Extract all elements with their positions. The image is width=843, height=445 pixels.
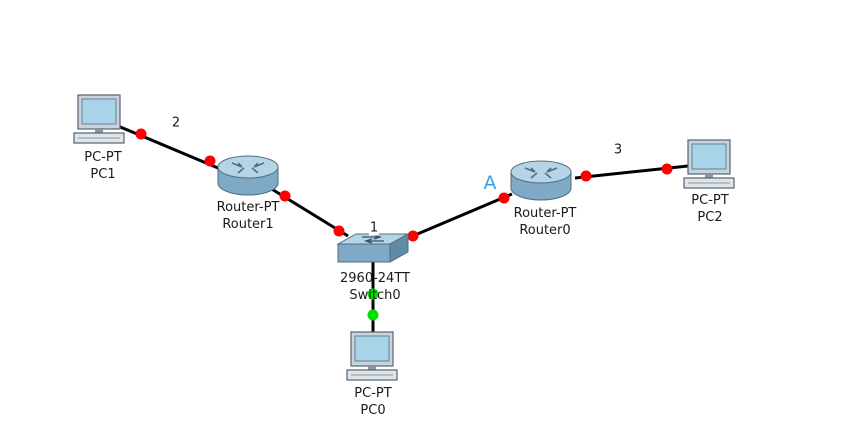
- link-pc1-router1[interactable]: [117, 124, 219, 170]
- device-name: PC2: [697, 210, 723, 225]
- link-label-router0-pc2: 3: [612, 142, 624, 158]
- device-name: PC0: [360, 403, 386, 418]
- annotation-marker-a: A: [483, 172, 497, 194]
- device-label-router1: Router-PT Router1: [217, 199, 280, 233]
- device-label-pc1: PC-PT PC1: [84, 149, 121, 183]
- link-label-router1-switch0: 1: [368, 220, 380, 236]
- device-name: PC1: [90, 167, 116, 182]
- router-icon: [510, 160, 572, 201]
- device-switch0[interactable]: [334, 232, 412, 268]
- device-label-pc0: PC-PT PC0: [354, 385, 391, 419]
- device-type: PC-PT: [354, 386, 392, 401]
- pc-icon: [346, 331, 398, 381]
- device-name: Router1: [222, 217, 274, 232]
- device-type: PC-PT: [691, 193, 729, 208]
- device-label-pc2: PC-PT PC2: [691, 192, 728, 226]
- device-router0[interactable]: [507, 158, 575, 204]
- pc-icon: [683, 139, 735, 189]
- device-router1[interactable]: [214, 153, 282, 199]
- link-switch0-router0[interactable]: [407, 192, 513, 240]
- port-indicator-down: [498, 192, 510, 204]
- port-indicator-down: [407, 230, 419, 242]
- port-indicator-down: [204, 155, 216, 167]
- switch-icon: [336, 233, 410, 263]
- device-label-router0: Router-PT Router0: [514, 205, 577, 239]
- device-type: Router-PT: [513, 206, 577, 221]
- device-pc0[interactable]: [343, 330, 401, 384]
- port-indicator-up: [367, 288, 379, 300]
- port-indicator-down: [580, 170, 592, 182]
- port-indicator-down: [135, 128, 147, 140]
- port-indicator-down: [661, 163, 673, 175]
- device-type: 2960-24TT: [340, 271, 410, 286]
- device-name: Switch0: [349, 288, 401, 303]
- router-icon: [217, 155, 279, 196]
- device-name: Router0: [519, 223, 571, 238]
- device-pc1[interactable]: [70, 93, 128, 147]
- device-type: PC-PT: [84, 150, 122, 165]
- port-indicator-down: [333, 225, 345, 237]
- device-pc2[interactable]: [680, 138, 738, 192]
- device-label-switch0: 2960-24TT Switch0: [340, 270, 410, 304]
- link-label-pc1-router1: 2: [170, 115, 182, 131]
- port-indicator-down: [279, 190, 291, 202]
- port-indicator-up: [367, 309, 379, 321]
- pc-icon: [73, 94, 125, 144]
- device-type: Router-PT: [216, 200, 280, 215]
